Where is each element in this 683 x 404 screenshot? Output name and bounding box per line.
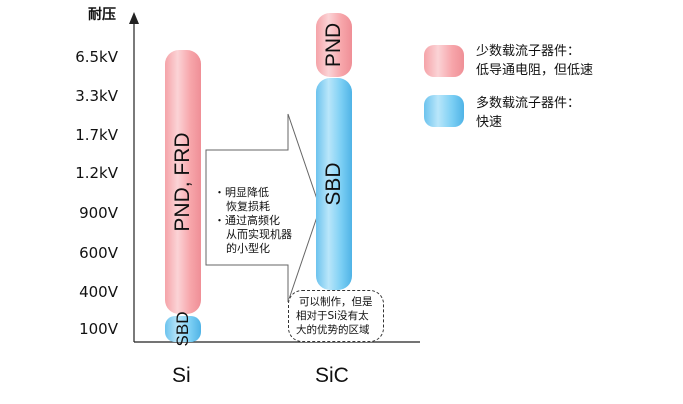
si-sbd-bar: SBD [165, 312, 201, 346]
y-tick-label: 100V [79, 320, 118, 338]
sic-sbd-label: SBD [322, 162, 345, 206]
arrow-note-line: 恢复损耗 [226, 200, 270, 213]
legend-text-minority-title: 少数载流子器件： [476, 44, 581, 59]
sic-note-line: 相对于Si没有太 [296, 310, 369, 322]
legend-swatch-minority [424, 45, 464, 77]
improvement-arrow [205, 113, 321, 303]
y-tick-label: 1.2kV [75, 164, 118, 182]
y-axis-title: 耐压 [88, 7, 116, 23]
legend-text-majority-title: 多数载流子器件： [476, 96, 581, 111]
y-tick-label: 1.7kV [75, 126, 118, 144]
arrow-note-line: 的小型化 [226, 242, 270, 255]
x-label-sic: SiC [315, 364, 349, 387]
y-tick-label: 900V [79, 204, 118, 222]
sic-note-box [288, 290, 384, 342]
arrow-note-line: ・通过高频化 [214, 214, 280, 227]
y-tick-label: 600V [79, 244, 118, 262]
sic-note-line: 大的优势的区域 [296, 324, 370, 336]
sic-pnd-label: PND [322, 22, 345, 68]
x-label-si: Si [172, 364, 191, 387]
legend-swatch-majority [424, 95, 464, 127]
y-tick-label: 400V [79, 283, 118, 301]
sic-note-line: 可以制作，但是 [299, 296, 373, 308]
si-sbd-label: SBD [173, 311, 192, 347]
sic-sbd-bar: SBD [316, 78, 352, 290]
arrow-note-line: ・明显降低 [214, 186, 269, 199]
sic-pnd-bar: PND [316, 13, 352, 77]
y-tick-label: 3.3kV [75, 87, 118, 105]
si-pnd-frd-label: PND, FRD [171, 132, 194, 232]
y-tick-label: 6.5kV [75, 48, 118, 66]
legend-text-majority-desc: 快速 [476, 115, 503, 130]
si-pnd-frd-bar: PND, FRD [165, 50, 201, 314]
arrow-note-line: 从而实现机器 [226, 228, 292, 241]
legend-text-minority-desc: 低导通电阻，但低速 [476, 63, 594, 78]
